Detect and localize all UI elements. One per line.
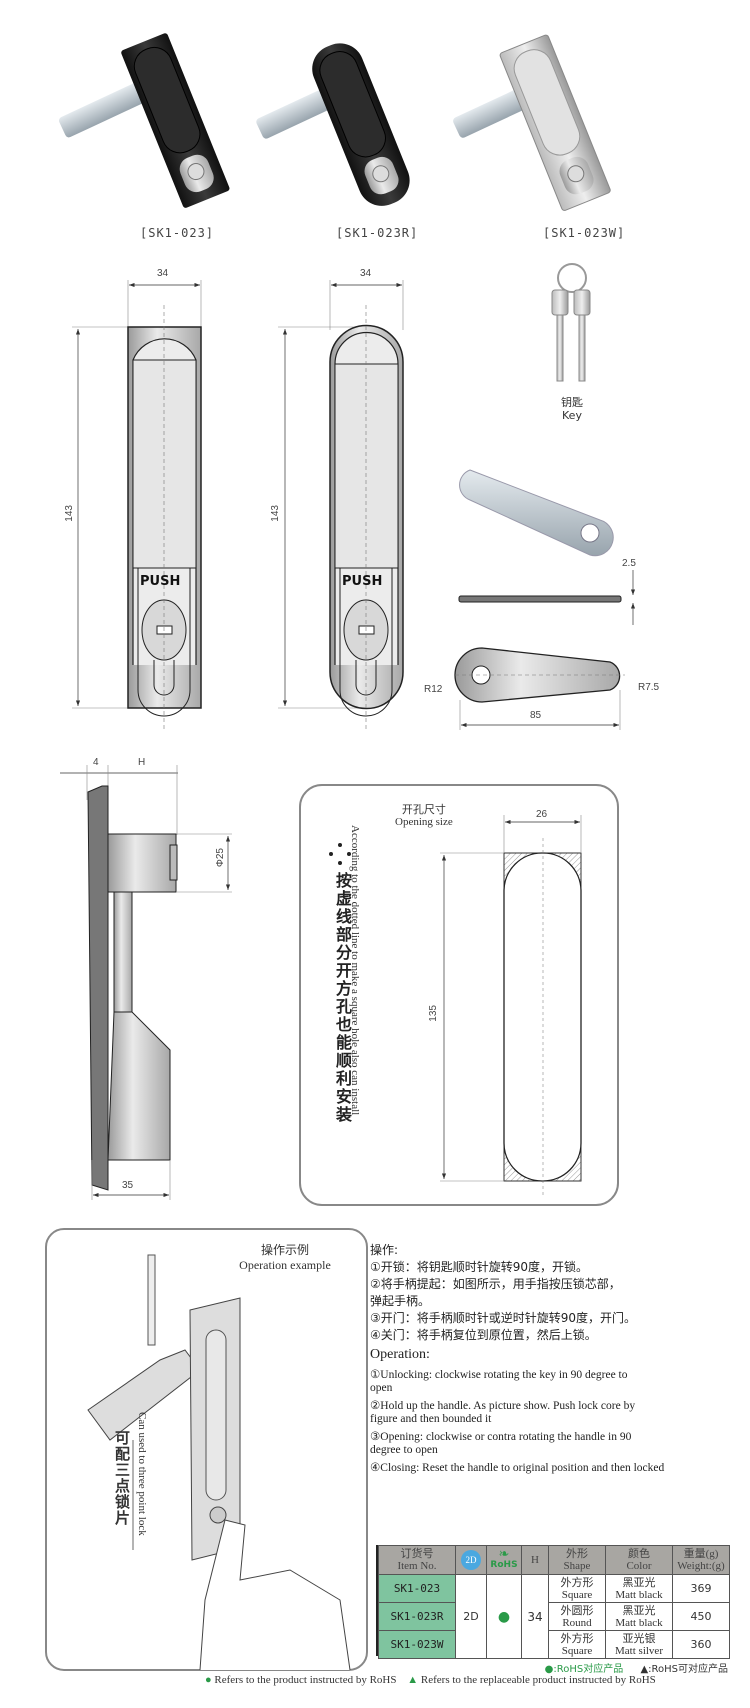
dim-cam-thickness: 2.5 <box>622 558 636 569</box>
header-weight: 重量(g)Weight:(g) <box>672 1545 730 1575</box>
push-label-square: PUSH <box>140 574 181 589</box>
legend-cn: ●:RoHS对应产品 ▲:RoHS可对应产品 <box>545 1660 728 1675</box>
operation-line-cn: ②将手柄提起：如图所示，用手指按压锁芯部， <box>370 1277 621 1291</box>
cam-photo <box>459 469 614 557</box>
operation-line-en: ②Hold up the handle. As picture show. Pu… <box>370 1400 636 1412</box>
dim-cam-r-large: R12 <box>424 684 443 695</box>
key-label-cn: 钥匙 <box>561 396 583 409</box>
product-label-sk1-023: [SK1-023] <box>140 226 215 240</box>
weight-cell: 450 <box>672 1602 730 1631</box>
item-no: SK1-023 <box>378 1574 456 1603</box>
dim-height-round: 143 <box>270 505 281 522</box>
operation-line-cn: ①开锁：将钥匙顺时针旋转90度，开锁。 <box>370 1260 589 1274</box>
header-h: H <box>521 1545 549 1575</box>
dim-cam-length: 85 <box>530 710 542 721</box>
dim-width-round: 34 <box>360 268 372 279</box>
operation-heading-en: Operation: <box>370 1347 430 1362</box>
operation-line-cn: ③开门：将手柄顺时针或逆时针旋转90度，开门。 <box>370 1311 637 1325</box>
key-label: 钥匙 Key <box>556 396 588 422</box>
h-value: 34 <box>521 1574 549 1659</box>
leaf-icon: ❧ <box>498 1546 510 1561</box>
dim-side-depth: 35 <box>122 1180 134 1191</box>
opening-title: 开孔尺寸 Opening size <box>395 803 453 829</box>
product-label-sk1-023w: [SK1-023W] <box>543 226 626 240</box>
dim-side-4: 4 <box>93 757 99 768</box>
rohs-triangle-icon: ▲ <box>407 1674 419 1686</box>
operation-example-title-en: Operation example <box>239 1258 331 1272</box>
dim-width-square: 34 <box>157 268 169 279</box>
header-rohs: ❧RoHS <box>486 1545 522 1575</box>
header-2d-icon: 2D <box>455 1545 487 1575</box>
weight-cell: 369 <box>672 1574 730 1603</box>
legend-en-tri: Refers to the replaceable product instru… <box>420 1674 656 1686</box>
three-point-lock-note-en: Can used to three point lock <box>136 1412 148 1536</box>
dim-opening-height: 135 <box>428 1005 439 1022</box>
operation-line-cn: 弹起手柄。 <box>370 1294 431 1308</box>
side-view <box>60 765 232 1200</box>
operation-line-en: ③Opening: clockwise or contra rotating t… <box>370 1431 632 1443</box>
operation-line-cn: ④关门：将手柄复位到原位置，然后上锁。 <box>370 1328 597 1342</box>
operation-example-title: 操作示例 Operation example <box>225 1243 345 1273</box>
weight-cell: 360 <box>672 1630 730 1659</box>
opening-size-panel <box>299 784 619 1206</box>
operation-line-en: ①Unlocking: clockwise rotating the key i… <box>370 1369 628 1381</box>
product-photo-sk1-023w <box>453 34 611 211</box>
rohs-mark: ● <box>486 1574 522 1659</box>
operation-line-en: ④Closing: Reset the handle to original p… <box>370 1462 665 1474</box>
2d-drawing-icon: 2D <box>461 1550 481 1570</box>
key-label-en: Key <box>562 409 582 422</box>
legend-cn-tri: ▲:RoHS可对应产品 <box>640 1664 728 1675</box>
product-photo-sk1-023 <box>59 33 230 208</box>
dim-side-diameter: Φ25 <box>215 848 226 868</box>
dotted-marker-icon <box>329 843 351 865</box>
operation-line-en: figure and then bounded it <box>370 1413 492 1425</box>
front-view-square <box>72 280 202 730</box>
operation-line-en: degree to open <box>370 1444 438 1456</box>
operation-example-panel <box>45 1228 368 1671</box>
type-cell: 2D <box>455 1574 487 1659</box>
three-point-lock-note-cn: 可配三点锁片 <box>113 1430 131 1526</box>
opening-note-en: According to the dotted line to make a s… <box>349 825 361 1116</box>
legend-en: ● Refers to the product instructed by Ro… <box>205 1674 656 1686</box>
dim-cam-r-small: R7.5 <box>638 682 660 693</box>
rohs-dot-icon: ● <box>205 1674 212 1686</box>
operation-line-en: open <box>370 1382 393 1394</box>
key-photo <box>551 263 591 382</box>
dim-height-square: 143 <box>64 505 75 522</box>
legend-cn-dot: ●:RoHS对应产品 <box>544 1664 624 1675</box>
item-no: SK1-023W <box>378 1630 456 1659</box>
opening-title-en: Opening size <box>395 816 453 828</box>
legend-en-dot: Refers to the product instructed by RoHS <box>214 1674 397 1686</box>
product-photo-sk1-023r <box>256 43 410 206</box>
item-no: SK1-023R <box>378 1602 456 1631</box>
front-view-round <box>278 280 404 730</box>
push-label-round: PUSH <box>342 574 383 589</box>
dim-side-h: H <box>138 757 146 768</box>
operation-example-title-cn: 操作示例 <box>260 1243 309 1257</box>
product-label-sk1-023r: [SK1-023R] <box>336 226 419 240</box>
opening-note-cn: 按虚线部分开方孔也能顺利安装 <box>333 872 352 1124</box>
operation-heading-cn: 操作: <box>370 1243 399 1257</box>
opening-title-cn: 开孔尺寸 <box>401 803 446 816</box>
cam-drawing <box>454 570 636 730</box>
dim-opening-width: 26 <box>536 809 548 820</box>
